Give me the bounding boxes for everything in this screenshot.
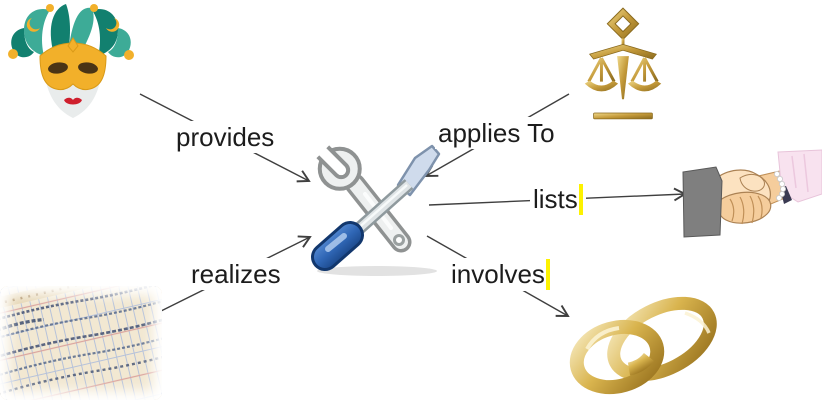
edge-label-text: lists: [533, 184, 578, 214]
edge-label-text: involves: [451, 259, 545, 289]
scales-icon: [584, 7, 662, 120]
node-scales-of-justice[interactable]: [574, 4, 672, 122]
edge-label-lists[interactable]: lists: [530, 183, 586, 216]
node-jester-mask[interactable]: [6, 0, 141, 125]
node-wedding-rings[interactable]: [565, 295, 720, 400]
text-cursor-highlight: [545, 258, 550, 290]
edge-label-text: realizes: [191, 259, 281, 289]
edge-label-applies-to[interactable]: applies To: [435, 117, 558, 149]
edge-label-involves[interactable]: involves: [448, 258, 553, 291]
node-handshake[interactable]: [680, 148, 822, 243]
screwdriver: [311, 144, 441, 271]
ledger-photo: [0, 286, 162, 400]
edge-label-text: provides: [176, 122, 275, 152]
jester-mask-icon: [8, 4, 134, 118]
text-cursor-highlight: [578, 183, 583, 215]
tools-icon: [311, 144, 441, 276]
edge-label-realizes[interactable]: realizes: [188, 258, 284, 290]
edge-label-provides[interactable]: provides: [173, 121, 278, 153]
edge-label-text: applies To: [438, 118, 555, 148]
node-ledger[interactable]: [0, 286, 162, 400]
node-tools[interactable]: [303, 136, 450, 278]
pearl-bracelet: [774, 170, 787, 202]
wedding-rings-icon: [569, 296, 717, 395]
handshake-icon: [682, 149, 822, 238]
